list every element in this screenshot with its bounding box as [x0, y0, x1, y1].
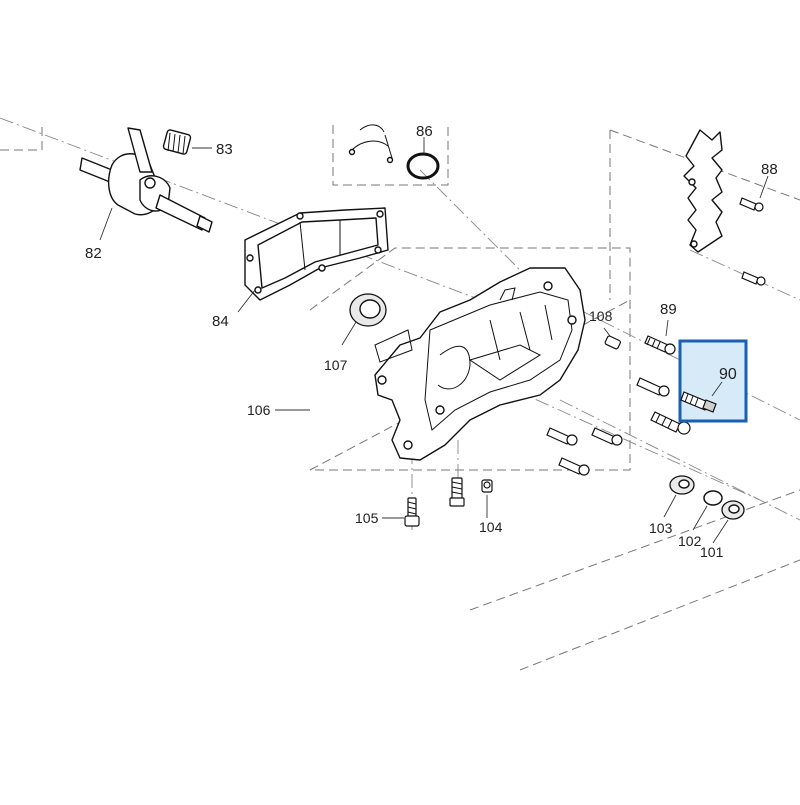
leader-102 — [692, 505, 708, 531]
label-84: 84 — [212, 313, 229, 330]
part-86-box — [332, 125, 449, 186]
oil-seal-part[interactable] — [349, 293, 387, 327]
label-82: 82 — [85, 245, 102, 262]
leader-108 — [603, 327, 611, 337]
lower-right-box — [469, 489, 800, 671]
crankcase-part[interactable] — [374, 267, 586, 461]
crankcase-box — [309, 247, 631, 471]
screw-crankcase-d[interactable] — [591, 427, 623, 446]
o-ring-part[interactable] — [406, 152, 440, 180]
label-90: 90 — [719, 366, 737, 383]
leader-84 — [237, 289, 256, 313]
label-89: 89 — [660, 301, 677, 318]
label-107: 107 — [324, 357, 348, 373]
leader-89 — [665, 319, 669, 337]
leader-90 — [711, 381, 723, 397]
label-106: 106 — [247, 402, 271, 418]
label-102: 102 — [678, 533, 702, 549]
gasket-part[interactable] — [244, 207, 389, 301]
crankshaft-part[interactable] — [79, 127, 213, 233]
seal-axis-line — [419, 169, 541, 291]
label-83: 83 — [216, 141, 233, 158]
top-left-assembly-box — [0, 122, 43, 151]
leader-103 — [663, 494, 677, 518]
washer-101-part[interactable] — [721, 500, 745, 520]
label-86: 86 — [416, 123, 433, 140]
dowel-pin-part[interactable] — [604, 335, 621, 350]
wire-clip-part[interactable] — [348, 124, 394, 164]
leader-82 — [99, 207, 113, 241]
label-105: 105 — [355, 510, 379, 526]
screw-crankcase-c[interactable] — [546, 427, 578, 446]
screw-104-part[interactable] — [481, 479, 493, 493]
stud-90-part[interactable] — [680, 391, 717, 413]
chain-catcher-part[interactable] — [683, 129, 723, 253]
screw-crankcase-b[interactable] — [650, 411, 691, 435]
leader-88 — [759, 175, 769, 199]
label-104: 104 — [479, 519, 503, 535]
needle-bearing-part[interactable] — [162, 129, 192, 155]
screw-crankcase-e[interactable] — [558, 457, 590, 476]
screw-88-lower[interactable] — [741, 271, 766, 286]
label-103: 103 — [649, 520, 673, 536]
label-108: 108 — [589, 308, 613, 324]
leader-101 — [712, 519, 729, 544]
screw-crankcase-a[interactable] — [636, 377, 670, 397]
leader-107 — [341, 321, 357, 346]
bolt-axis-line-4 — [559, 399, 800, 521]
screw-105-part[interactable] — [404, 497, 420, 527]
circlip-102-part[interactable] — [703, 490, 723, 506]
screw-104-second[interactable] — [449, 477, 465, 507]
screw-88-upper[interactable] — [739, 197, 764, 212]
label-88: 88 — [761, 161, 778, 178]
label-101: 101 — [700, 544, 724, 560]
screw-89[interactable] — [644, 335, 676, 355]
washer-103-part[interactable] — [669, 475, 695, 495]
